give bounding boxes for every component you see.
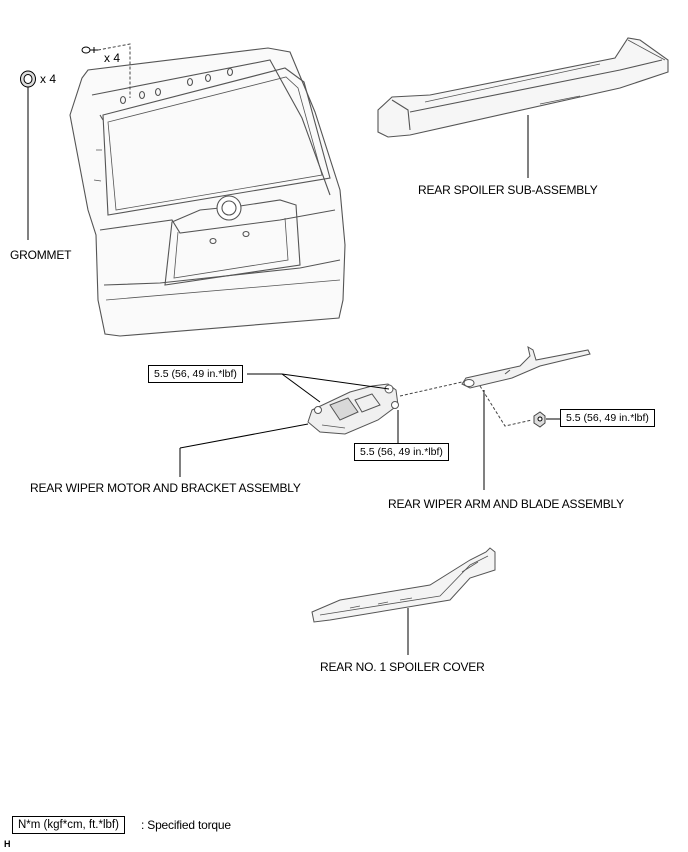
wiper-motor-leader-line bbox=[179, 423, 309, 449]
figure-letter: H bbox=[4, 839, 11, 849]
wiper-motor-label: REAR WIPER MOTOR AND BRACKET ASSEMBLY bbox=[30, 481, 301, 495]
clip-icon bbox=[81, 46, 98, 54]
rear-spoiler-label: REAR SPOILER SUB-ASSEMBLY bbox=[418, 183, 598, 197]
wiper-arm-label: REAR WIPER ARM AND BLADE ASSEMBLY bbox=[388, 497, 624, 511]
legend-unit-box: N*m (kgf*cm, ft.*lbf) bbox=[12, 816, 125, 834]
torque-box-motor-upper: 5.5 (56, 49 in.*lbf) bbox=[148, 365, 243, 383]
torque-box-arm-nut: 5.5 (56, 49 in.*lbf) bbox=[560, 409, 655, 427]
wiper-motor-part bbox=[307, 383, 399, 435]
grommet-label: GROMMET bbox=[10, 248, 72, 262]
legend-description: : Specified torque bbox=[141, 818, 231, 832]
arm-nut-icon bbox=[533, 411, 546, 428]
clip-quantity: x 4 bbox=[104, 51, 121, 65]
torque-box-motor-lower: 5.5 (56, 49 in.*lbf) bbox=[354, 443, 449, 461]
grommet-quantity: x 4 bbox=[40, 72, 57, 86]
wiper-arm-part bbox=[461, 345, 591, 389]
back-door-panel bbox=[69, 47, 346, 337]
spoiler-cover-label: REAR NO. 1 SPOILER COVER bbox=[320, 660, 485, 674]
clip-leader-line bbox=[97, 43, 131, 98]
spoiler-cover-part bbox=[311, 547, 496, 623]
rear-spoiler-part bbox=[377, 37, 669, 138]
grommet-icon bbox=[20, 70, 36, 88]
